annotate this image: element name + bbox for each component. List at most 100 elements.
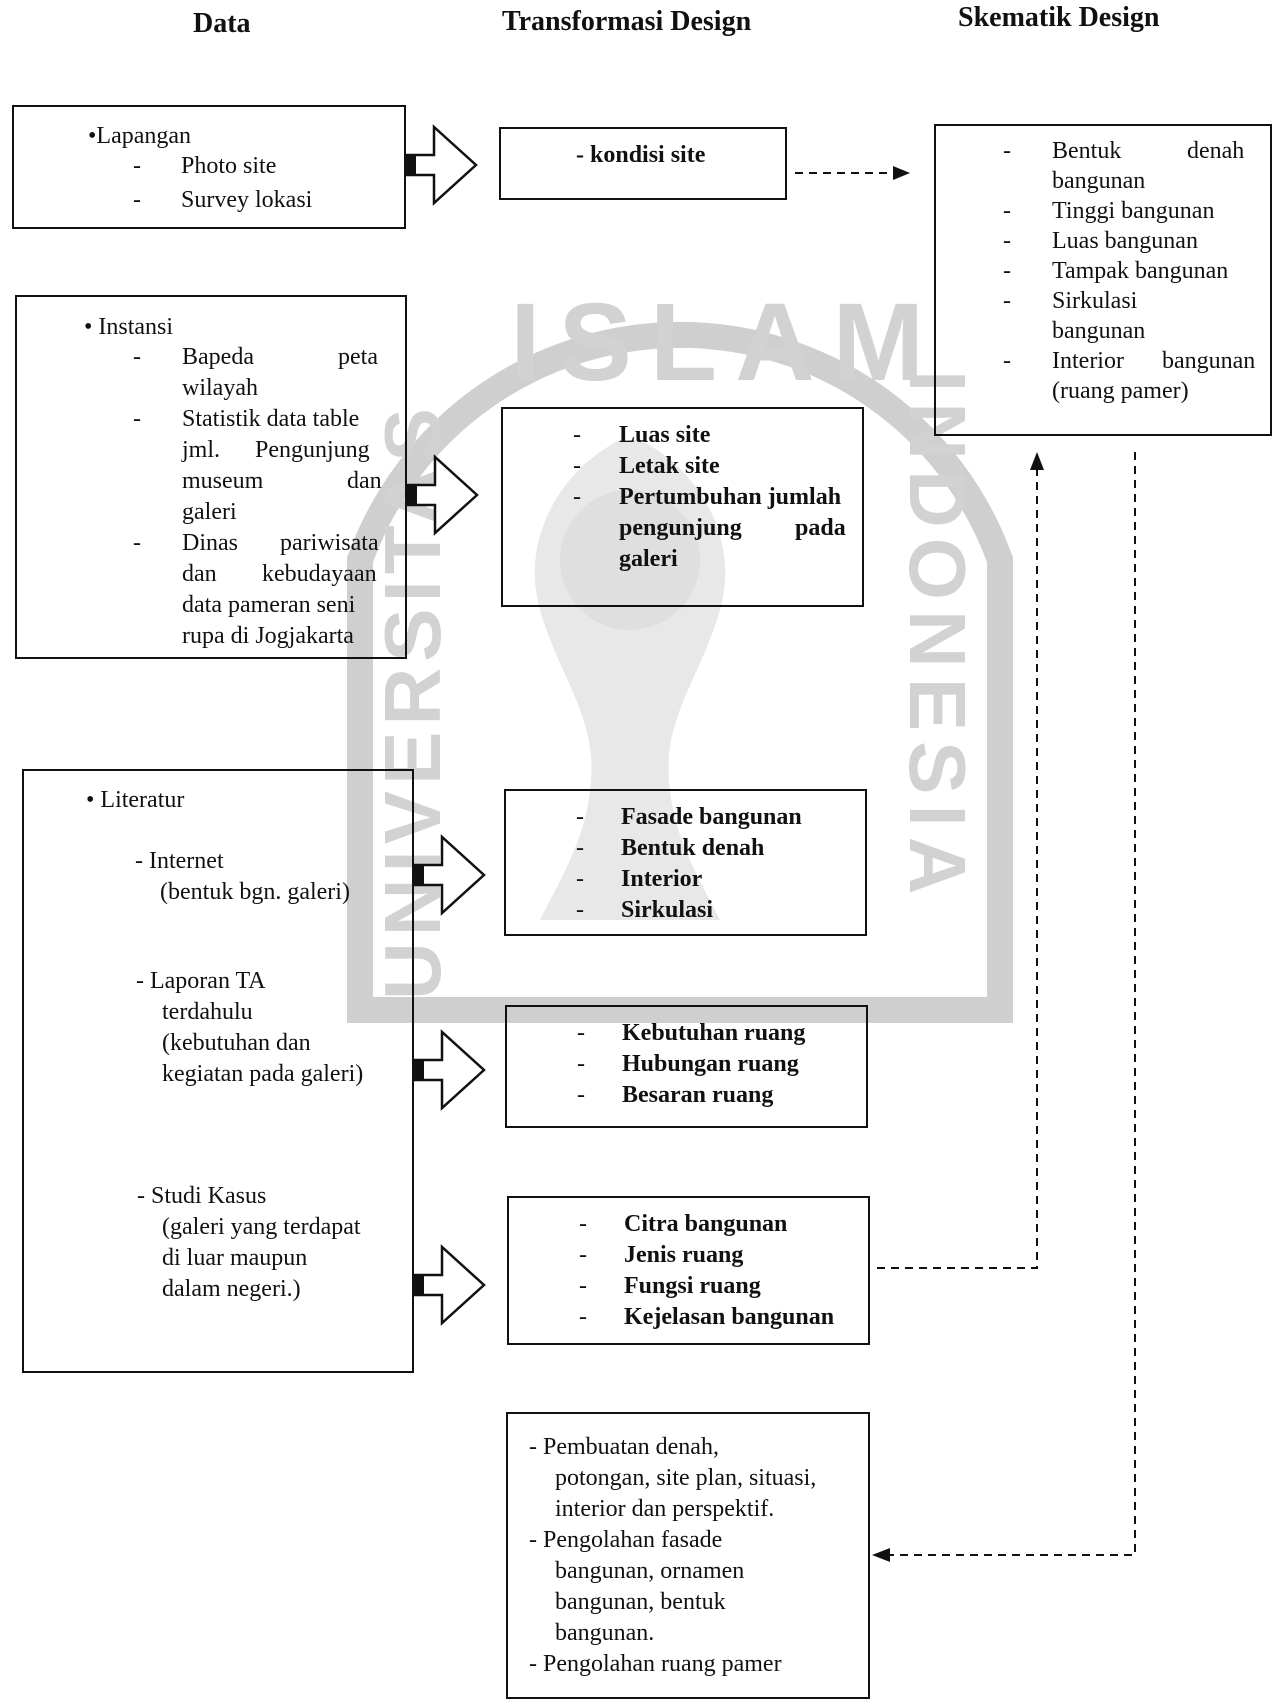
transform-hubungan-ruang: Hubungan ruang <box>622 1051 799 1077</box>
transform-pertumbuhan: Pertumbuhan jumlah <box>619 484 842 510</box>
skematik-tinggi: Tinggi bangunan <box>1052 198 1215 224</box>
instansi-dinas: kebudayaan <box>262 561 377 587</box>
skematik-luas: Luas bangunan <box>1052 228 1198 254</box>
box-instansi <box>15 295 407 659</box>
instansi-bapeda: Bapeda <box>182 344 254 370</box>
transform-letak-site: Letak site <box>619 453 720 479</box>
instansi-dinas: dan <box>182 561 217 587</box>
output-line: interior dan perspektif. <box>555 1496 775 1522</box>
watermark-text-top: ISLAM <box>510 281 942 404</box>
dash: - <box>577 1051 585 1077</box>
dash: - <box>576 835 584 861</box>
output-line: bangunan, bentuk <box>555 1589 726 1615</box>
dashed-skematik-to-output <box>890 452 1136 1556</box>
literatur-laporan: kegiatan pada galeri) <box>162 1061 364 1087</box>
transform-jenis-ruang: Jenis ruang <box>624 1242 744 1268</box>
instansi-dinas: rupa di Jogjakarta <box>182 623 354 649</box>
transform-interior: Interior <box>621 866 703 892</box>
dash: - <box>133 344 141 370</box>
dash: - <box>133 153 141 179</box>
dash: - <box>573 422 581 448</box>
transform-pertumbuhan: pengunjung <box>619 515 742 541</box>
dash: - <box>579 1211 587 1237</box>
dash: - <box>1003 198 1011 224</box>
arrow-laporan <box>412 1030 486 1110</box>
dash: - <box>577 1082 585 1108</box>
transform-bentuk-denah: Bentuk denah <box>621 835 765 861</box>
output-line: bangunan, ornamen <box>555 1558 745 1584</box>
watermark-text-right: INDONESIA <box>893 370 982 905</box>
arrowhead-skematik-left <box>893 166 910 180</box>
arrowhead-skematik-bottom <box>1030 452 1044 470</box>
instansi-statistik: Pengunjung <box>255 437 370 463</box>
skematik-bentuk-denah: bangunan <box>1052 168 1146 194</box>
output-line: - Pembuatan denah, <box>529 1434 719 1460</box>
instansi-dinas: pariwisata <box>280 530 379 556</box>
skematik-sirkulasi: Sirkulasi <box>1052 288 1138 314</box>
transform-luas-site: Luas site <box>619 422 711 448</box>
dash: - <box>576 866 584 892</box>
dash: - <box>1003 228 1011 254</box>
transform-sirkulasi: Sirkulasi <box>621 897 714 923</box>
box-kebutuhan-ruang <box>505 1005 868 1128</box>
arrowhead-output <box>872 1548 890 1562</box>
instansi-dinas: Dinas <box>182 530 238 556</box>
dash: - <box>133 187 141 213</box>
transform-pertumbuhan: pada <box>795 515 846 541</box>
lapangan-item-photo-site: Photo site <box>181 153 277 179</box>
skematik-tampak: Tampak bangunan <box>1052 258 1229 284</box>
literatur-studi: di luar maupun <box>162 1245 308 1271</box>
dash: - <box>579 1242 587 1268</box>
skematik-sirkulasi: bangunan <box>1052 318 1146 344</box>
skematik-bentuk-denah: Bentuk <box>1052 138 1122 164</box>
dash: - <box>133 406 141 432</box>
box-fasade <box>504 789 867 936</box>
literatur-studi: - Studi Kasus <box>137 1183 267 1209</box>
dash: - <box>579 1273 587 1299</box>
instansi-statistik: dan <box>347 468 382 494</box>
instansi-statistik: jml. <box>182 437 221 463</box>
output-line: potongan, site plan, situasi, <box>555 1465 817 1491</box>
instansi-bapeda: peta <box>338 344 378 370</box>
box-skematik <box>934 124 1272 436</box>
output-line: - Pengolahan fasade <box>529 1527 723 1553</box>
transform-fungsi-ruang: Fungsi ruang <box>624 1273 761 1299</box>
skematik-bentuk-denah: denah <box>1187 138 1245 164</box>
literatur-title: • Literatur <box>86 787 185 813</box>
dash: - <box>573 453 581 479</box>
box-kondisi-site <box>499 127 787 200</box>
instansi-bapeda: wilayah <box>182 375 258 401</box>
dash: - <box>1003 258 1011 284</box>
transform-pertumbuhan: galeri <box>619 546 678 572</box>
dash: - <box>1003 348 1011 374</box>
arrow-studi <box>412 1245 486 1325</box>
transform-fasade: Fasade bangunan <box>621 804 802 830</box>
instansi-statistik: Statistik data table <box>182 406 360 432</box>
arrow-instansi <box>405 455 479 535</box>
transform-kondisi-site: - kondisi site <box>576 142 706 168</box>
lapangan-title: •Lapangan <box>88 123 192 149</box>
instansi-statistik: museum <box>182 468 264 494</box>
arrow-internet <box>412 835 486 915</box>
box-luas-site <box>501 407 864 607</box>
transform-kejelasan: Kejelasan bangunan <box>624 1304 835 1330</box>
instansi-title: • Instansi <box>84 314 174 340</box>
dash: - <box>1003 288 1011 314</box>
literatur-internet: (bentuk bgn. galeri) <box>160 879 350 905</box>
literatur-studi: dalam negeri.) <box>162 1276 301 1302</box>
box-output <box>506 1412 870 1699</box>
output-line: - Pengolahan ruang pamer <box>529 1651 782 1677</box>
literatur-laporan: (kebutuhan dan <box>162 1030 311 1056</box>
output-line: bangunan. <box>555 1620 655 1646</box>
literatur-studi: (galeri yang terdapat <box>162 1214 361 1240</box>
literatur-laporan: terdahulu <box>162 999 253 1025</box>
transform-citra: Citra bangunan <box>624 1211 788 1237</box>
dash: - <box>576 897 584 923</box>
dash: - <box>573 484 581 510</box>
transform-kebutuhan-ruang: Kebutuhan ruang <box>622 1020 806 1046</box>
instansi-dinas: data pameran seni <box>182 592 356 618</box>
dash: - <box>576 804 584 830</box>
dashed-citra-to-skematik <box>877 470 1038 1269</box>
